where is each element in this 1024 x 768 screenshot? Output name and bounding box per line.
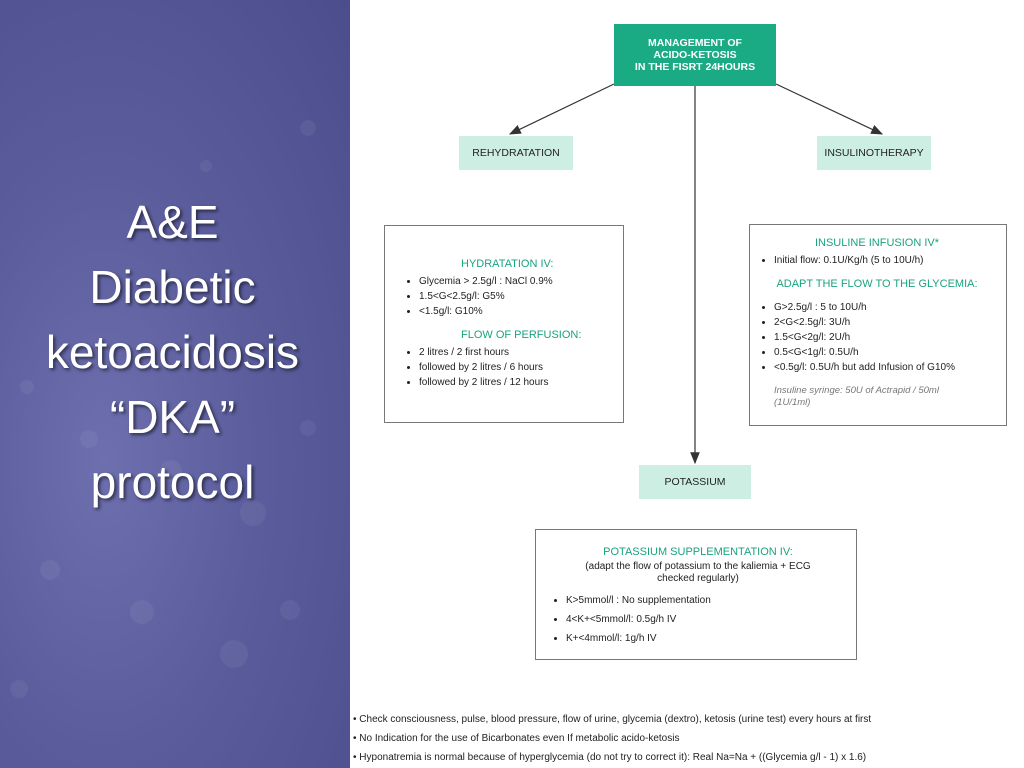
- footer-note: • Check consciousness, pulse, blood pres…: [353, 714, 872, 725]
- potassium-subtitle: (adapt the flow of potassium to the kali…: [546, 561, 850, 585]
- slide-title-line: “DKA”: [109, 391, 236, 443]
- arrow-to-rehydration: [508, 83, 615, 135]
- glycemia-flow-item: <0.5g/l: 0.5U/h but add Infusion of G10%: [774, 360, 1000, 375]
- adapt-flow-heading: ADAPT THE FLOW TO THE GLYCEMIA:: [776, 278, 978, 290]
- insuline-syringe-note: Insuline syringe: 50U of Actrapid / 50ml…: [754, 385, 1000, 409]
- footer-note: • Hyponatremia is normal because of hype…: [353, 752, 867, 763]
- hydration-heading: HYDRATATION IV:: [461, 258, 554, 270]
- glycemia-flow-item: 1.5<G<2g/l: 2U/h: [774, 330, 1000, 345]
- subtitle-line: checked regularly): [657, 573, 739, 584]
- root-node-line: ACIDO-KETOSIS: [653, 49, 737, 61]
- hydration-panel: HYDRATATION IV: Glycemia > 2.5g/l : NaCl…: [384, 225, 624, 423]
- perfusion-item: followed by 2 litres / 6 hours: [419, 360, 617, 375]
- slide-title-line: ketoacidosis: [45, 326, 300, 378]
- perfusion-item: 2 litres / 2 first hours: [419, 345, 617, 360]
- insuline-heading: INSULINE INFUSION IV*: [814, 237, 940, 249]
- potassium-item: K>5mmol/l : No supplementation: [566, 591, 850, 610]
- glycemia-flow-item: 2<G<2.5g/l: 3U/h: [774, 315, 1000, 330]
- note-line: (1U/1ml): [774, 397, 811, 408]
- hydration-item: 1.5<G<2.5g/l: G5%: [419, 289, 617, 304]
- left-title-panel: A&E Diabetic ketoacidosis “DKA” protocol: [0, 0, 350, 768]
- slide-title-line: Diabetic: [89, 261, 256, 313]
- note-line: Insuline syringe: 50U of Actrapid / 50ml: [774, 385, 939, 396]
- root-node-line: IN THE FISRT 24HOURS: [634, 61, 756, 73]
- insuline-item: Initial flow: 0.1U/Kg/h (5 to 10U/h): [774, 253, 1000, 268]
- rehydration-node: REHYDRATATION: [459, 136, 573, 170]
- footer-note-text: Check consciousness, pulse, blood pressu…: [359, 714, 872, 725]
- footer-notes: • Check consciousness, pulse, blood pres…: [353, 710, 871, 767]
- slide-title: A&E Diabetic ketoacidosis “DKA” protocol: [0, 190, 345, 515]
- footer-note-text: Hyponatremia is normal because of hyperg…: [359, 752, 867, 763]
- root-node-line: MANAGEMENT OF: [648, 37, 742, 49]
- potassium-item: 4<K+<5mmol/l: 0.5g/h IV: [566, 610, 850, 629]
- insuline-panel: INSULINE INFUSION IV* Initial flow: 0.1U…: [749, 224, 1007, 426]
- potassium-node: POTASSIUM: [639, 465, 751, 499]
- hydration-item: <1.5g/l: G10%: [419, 304, 617, 319]
- subtitle-line: (adapt the flow of potassium to the kali…: [585, 561, 811, 572]
- potassium-item: K+<4mmol/l: 1g/h IV: [566, 629, 850, 648]
- perfusion-item: followed by 2 litres / 12 hours: [419, 375, 617, 390]
- connector-arrows: [508, 83, 884, 465]
- root-node-management: MANAGEMENT OF ACIDO-KETOSIS IN THE FISRT…: [614, 24, 776, 86]
- dka-management-diagram: MANAGEMENT OF ACIDO-KETOSIS IN THE FISRT…: [350, 0, 1024, 768]
- hydration-item: Glycemia > 2.5g/l : NaCl 0.9%: [419, 274, 617, 289]
- perfusion-heading: FLOW OF PERFUSION:: [461, 329, 582, 341]
- slide-title-line: protocol: [90, 456, 255, 508]
- insulinotherapy-node: INSULINOTHERAPY: [817, 136, 931, 170]
- arrow-to-insulinotherapy: [775, 83, 884, 135]
- footer-note: • No Indication for the use of Bicarbona…: [353, 733, 680, 744]
- potassium-heading: POTASSIUM SUPPLEMENTATION IV:: [603, 546, 793, 558]
- potassium-panel: POTASSIUM SUPPLEMENTATION IV: (adapt the…: [535, 529, 857, 660]
- glycemia-flow-item: G>2.5g/l : 5 to 10U/h: [774, 300, 1000, 315]
- footer-note-text: No Indication for the use of Bicarbonate…: [359, 733, 680, 744]
- glycemia-flow-item: 0.5<G<1g/l: 0.5U/h: [774, 345, 1000, 360]
- slide-title-line: A&E: [126, 196, 219, 248]
